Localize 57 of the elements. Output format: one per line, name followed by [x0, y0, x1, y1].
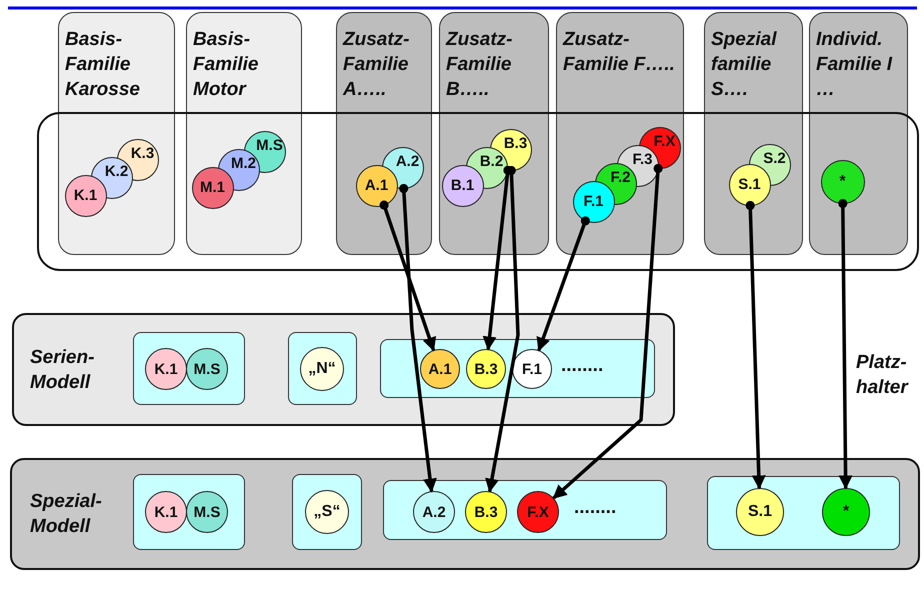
column-heading: Zusatz- Familie F….. — [563, 28, 676, 77]
variant-circle: A.2 — [413, 491, 455, 533]
column-heading: Basis- Familie Motor — [193, 28, 260, 102]
column-heading: Zusatz- Familie B….. — [446, 28, 514, 102]
variant-circle: * — [822, 488, 870, 536]
variant-circle: „S“ — [305, 490, 349, 534]
side-label: Platz- halter — [856, 351, 910, 400]
variant-group-box — [383, 480, 667, 540]
column-heading: Zusatz- Familie A….. — [343, 28, 410, 102]
arrow — [482, 166, 512, 350]
variant-circle: F.1 — [572, 180, 614, 222]
family-column — [439, 12, 549, 255]
variant-group-box — [133, 332, 245, 405]
family-column — [809, 12, 908, 255]
variant-circle: B.1 — [442, 164, 484, 206]
variant-circle: S.1 — [736, 488, 784, 536]
variant-circle: M.S — [186, 491, 228, 533]
variant-group-box — [288, 332, 357, 405]
variant-circle: K.1 — [145, 348, 187, 390]
variant-circle: B.3 — [465, 491, 507, 533]
family-column — [58, 12, 175, 255]
arrow — [485, 166, 520, 493]
family-column — [186, 12, 302, 255]
variant-circle: F.1 — [512, 349, 552, 389]
variant-circle: B.3 — [466, 349, 506, 389]
variant-circle: A.1 — [356, 164, 398, 206]
variant-circle: „N“ — [300, 347, 344, 391]
ellipsis-text: ........ — [574, 496, 616, 520]
variant-group-box — [133, 474, 245, 550]
band-heading: Serien- Modell — [30, 346, 96, 394]
ellipsis-text: ........ — [561, 354, 604, 378]
variant-group-box — [292, 474, 362, 550]
family-column — [704, 12, 803, 255]
model-band — [12, 313, 675, 426]
model-band — [10, 458, 920, 570]
family-column — [556, 12, 684, 255]
arrow — [380, 200, 436, 352]
arrow — [838, 198, 853, 490]
variant-circle: M.S — [186, 348, 228, 390]
variant-circle: M.1 — [192, 166, 234, 208]
variant-group-box — [380, 339, 655, 398]
variant-circle: K.1 — [145, 491, 187, 533]
band-heading: Spezial- Modell — [30, 490, 103, 539]
variant-circle: F.X — [517, 491, 559, 533]
variant-circle: K.1 — [64, 174, 106, 216]
arrow — [552, 164, 663, 500]
variant-circle: A.1 — [420, 349, 460, 389]
column-heading: Individ. Familie I … — [816, 28, 894, 102]
arrow — [746, 200, 766, 490]
variant-group-box — [707, 476, 900, 550]
arrow — [399, 184, 437, 493]
arrow — [536, 216, 590, 352]
family-column — [336, 12, 432, 255]
variant-circle: S.1 — [728, 164, 770, 206]
column-heading: Basis- Familie Karosse — [65, 28, 141, 102]
variant-circle: * — [820, 160, 864, 204]
column-heading: Spezial familie S…. — [711, 28, 778, 102]
